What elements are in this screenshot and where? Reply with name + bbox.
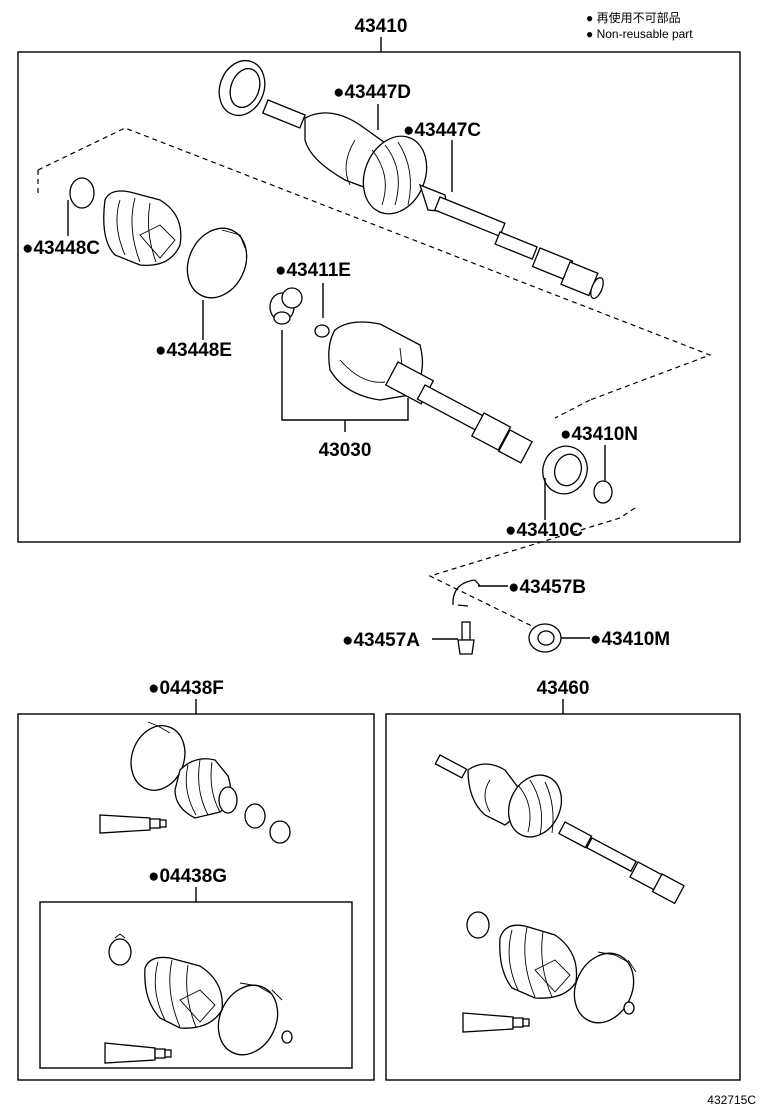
tripod-spider xyxy=(269,287,303,325)
label-43457a[interactable]: ●43457A xyxy=(342,630,420,651)
label-43447d[interactable]: ●43447D xyxy=(333,82,411,103)
label-43460[interactable]: 43460 xyxy=(537,678,590,699)
outboard-clamp-ring xyxy=(218,59,266,117)
label-04438f[interactable]: ●04438F xyxy=(148,678,224,699)
bolt-43457a xyxy=(457,621,475,655)
shaft-assembly-clamp-small xyxy=(466,911,490,939)
label-43411e[interactable]: ●43411E xyxy=(275,260,351,281)
kit-boundary-dashed-right xyxy=(554,399,591,419)
bearing-group-dashed xyxy=(428,507,636,631)
shaft-assembly-grease-tube xyxy=(462,1012,530,1033)
snap-ring-43457b xyxy=(452,579,481,607)
main-assembly-frame xyxy=(17,51,741,543)
label-43410m[interactable]: ●43410M xyxy=(590,629,670,650)
legend-non-reusable-jp: ● 再使用不可部品 xyxy=(586,10,681,25)
shaft-assembly-clamp-band xyxy=(573,951,637,1024)
boot-kit-f-clamp-small-1 xyxy=(244,803,266,829)
label-43448c[interactable]: ●43448C xyxy=(22,238,100,259)
boot-kit-g-clamp-small xyxy=(108,938,132,966)
shaft-assembly-frame xyxy=(385,713,741,1081)
bearing-43410m xyxy=(528,623,562,653)
shaft-assembly-boot xyxy=(499,924,578,999)
shaft-assembly-43460 xyxy=(434,754,685,905)
label-43030[interactable]: 43030 xyxy=(319,440,372,461)
large-clamp-band xyxy=(186,227,248,299)
label-43447c[interactable]: ●43447C xyxy=(403,120,481,141)
label-04438g[interactable]: ●04438G xyxy=(148,866,227,887)
label-43457b[interactable]: ●43457B xyxy=(508,577,586,598)
label-43410[interactable]: 43410 xyxy=(355,16,408,37)
inboard-joint-housing xyxy=(328,321,533,464)
label-43410c[interactable]: ●43410C xyxy=(505,520,583,541)
label-43410n[interactable]: ●43410N xyxy=(560,424,638,445)
boot-kit-f-frame xyxy=(17,713,375,1081)
boot-kit-g-grease-tube xyxy=(104,1042,172,1064)
boot-kit-g-clamp-band xyxy=(217,982,283,1056)
retaining-ring xyxy=(593,480,613,504)
boot-kit-f-boot xyxy=(174,758,238,819)
diagram-id: 432715C xyxy=(707,1093,756,1107)
label-43448e[interactable]: ●43448E xyxy=(155,340,232,361)
boot-kit-g-frame xyxy=(39,901,353,1069)
shaft-assembly-snap-ring xyxy=(623,1001,635,1015)
boot-kit-g-snap-ring xyxy=(281,1030,293,1044)
boot-kit-f-clamp-small-2 xyxy=(269,820,291,844)
boot-kit-g-clamp-tab xyxy=(114,933,126,939)
snap-ring-43411e xyxy=(314,324,330,338)
axle-shaft-assembly xyxy=(261,99,604,300)
boot-kit-g-boot xyxy=(144,956,223,1029)
inboard-boot xyxy=(69,177,182,266)
oil-seal xyxy=(542,445,588,495)
legend-non-reusable-en: ● Non-reusable part xyxy=(586,27,693,41)
boot-kit-f-grease-tube xyxy=(99,814,167,834)
kit-boundary-dashed xyxy=(37,127,712,401)
